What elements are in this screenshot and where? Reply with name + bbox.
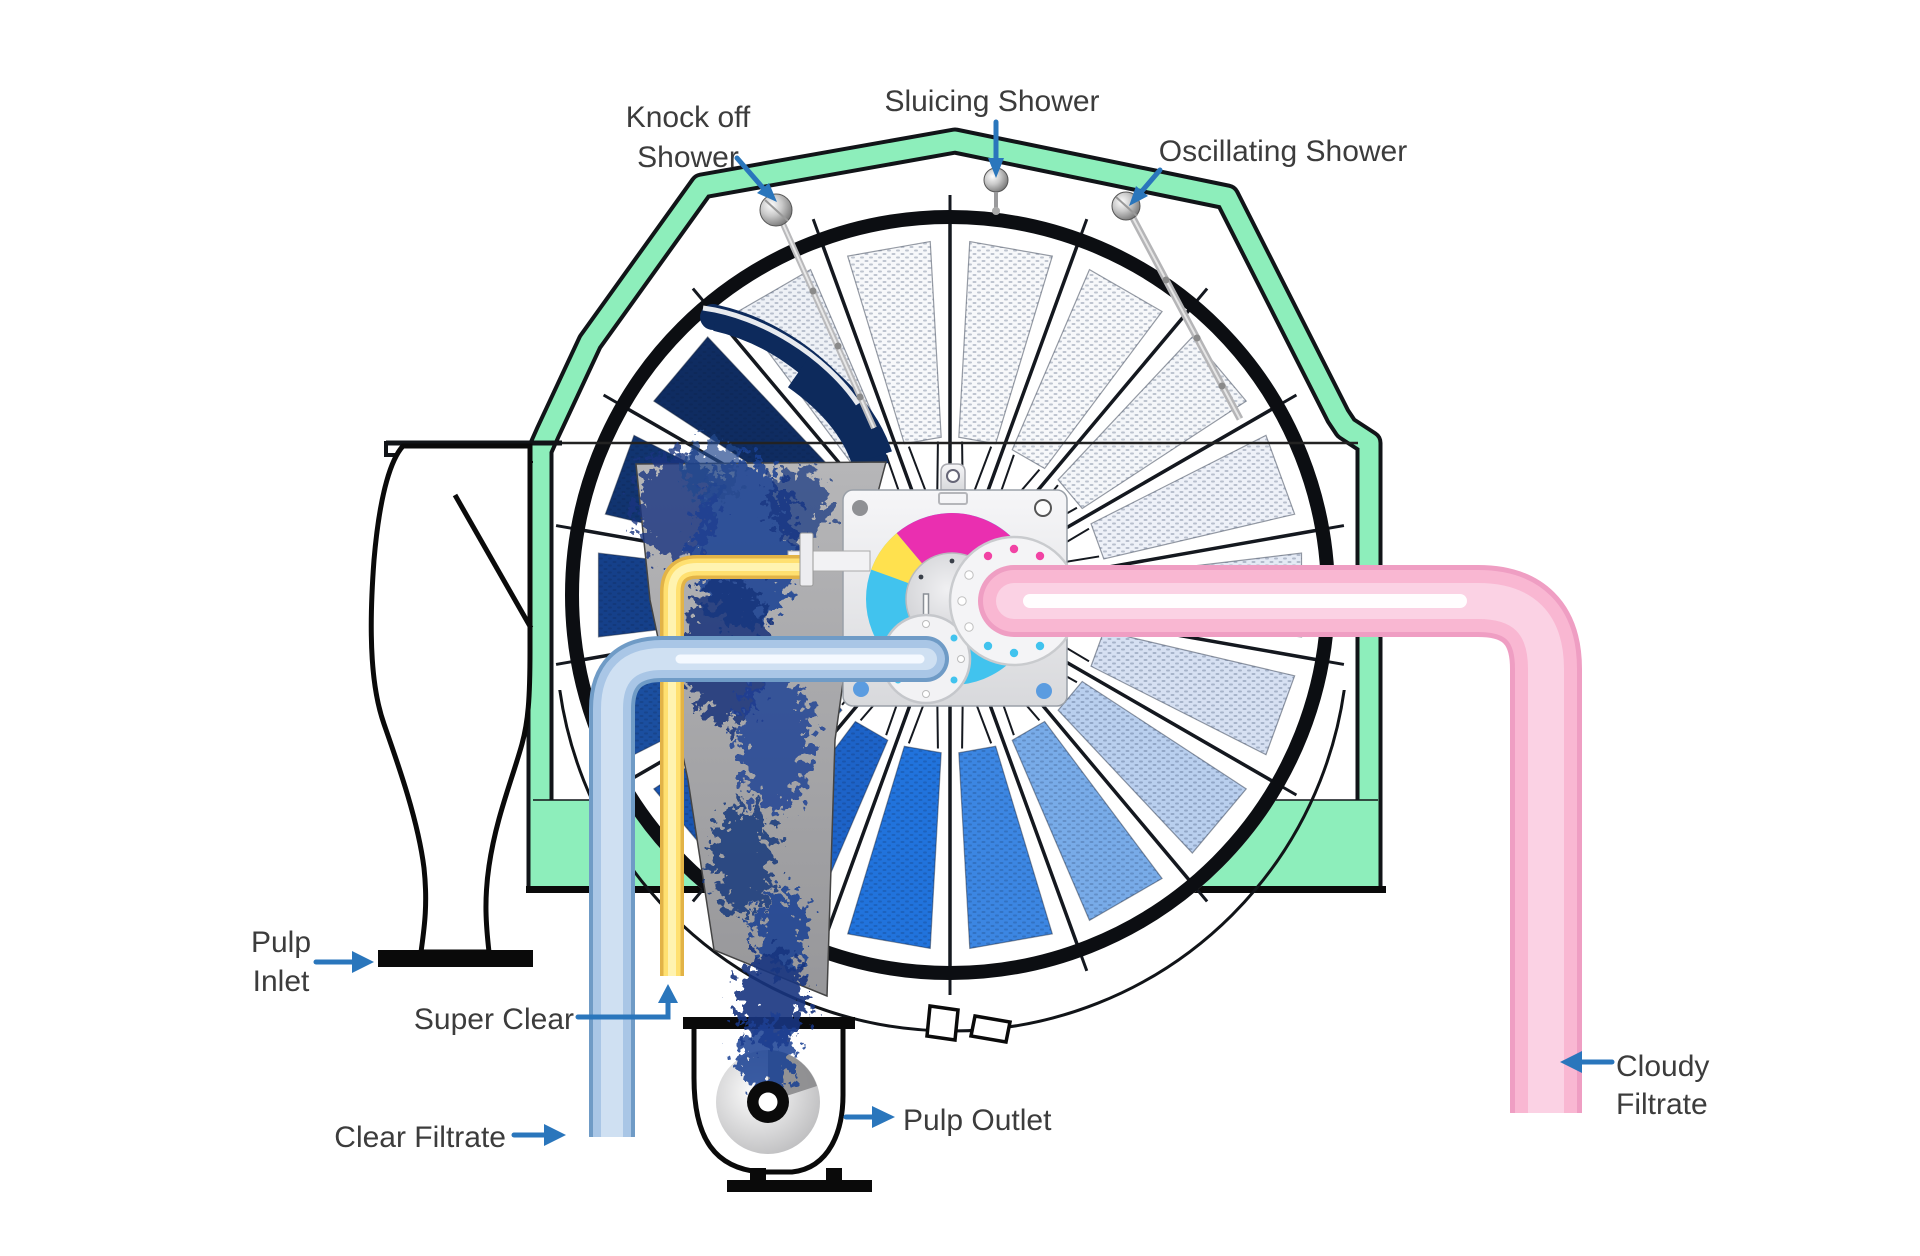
label-super-clear: Super Clear — [414, 1003, 574, 1036]
hub-ring-yellow — [871, 533, 924, 585]
oscillating-shower-label: Oscillating Shower — [1129, 135, 1407, 206]
headbox-body — [368, 443, 533, 955]
showers — [759, 167, 1244, 430]
label-sluicing: Sluicing Shower — [884, 85, 1099, 118]
pulp-inlet-headbox — [368, 443, 534, 967]
cloudy-filtrate-pipe — [948, 535, 1592, 1153]
clear-filtrate-label: Clear Filtrate — [334, 1121, 566, 1154]
yellow-pipe-flange — [799, 532, 814, 587]
super-clear-pipe — [660, 532, 814, 976]
super-clear-label: Super Clear — [414, 984, 678, 1036]
label-clear-filtrate: Clear Filtrate — [334, 1121, 506, 1154]
pulp-outlet-label: Pulp Outlet — [843, 1104, 1052, 1137]
headbox-brace — [452, 493, 534, 630]
label-knock-off-1: Knock off — [626, 101, 751, 134]
label-cloudy-1: Cloudy — [1616, 1050, 1709, 1083]
clear-filtrate-pipe — [583, 613, 972, 1173]
blue-flange-bolts — [894, 620, 965, 698]
label-knock-off-2: Shower — [637, 141, 739, 174]
pink-flange-bolts — [957, 544, 1045, 658]
pump-base — [727, 1180, 872, 1192]
pulp-outlet-pump — [683, 952, 872, 1192]
label-oscillating: Oscillating Shower — [1159, 135, 1407, 168]
knock-off-arrow — [734, 155, 766, 191]
cloudy-filtrate-label: Cloudy Filtrate — [1560, 1050, 1709, 1121]
label-pulp-inlet-2: Inlet — [253, 965, 310, 998]
drum-supports — [925, 1004, 1013, 1045]
housing-hood — [526, 127, 1383, 888]
sluicing-shower-label: Sluicing Shower — [884, 85, 1100, 178]
label-pulp-outlet: Pulp Outlet — [903, 1104, 1052, 1137]
pulp-inlet-label: Pulp Inlet — [251, 926, 374, 998]
annotations: Knock off Shower Sluicing Shower Oscilla… — [251, 85, 1709, 1154]
pulp-mat-curl — [700, 304, 892, 470]
hood-band — [530, 131, 1379, 888]
super-clear-arrow — [575, 997, 671, 1020]
oscillating-arrow — [1139, 167, 1163, 194]
label-pulp-inlet-1: Pulp — [251, 926, 311, 959]
knock-off-shower-label: Knock off Shower — [626, 101, 777, 202]
headbox-base — [378, 950, 533, 967]
label-cloudy-2: Filtrate — [1616, 1088, 1708, 1121]
pulp-stream — [738, 952, 806, 1094]
